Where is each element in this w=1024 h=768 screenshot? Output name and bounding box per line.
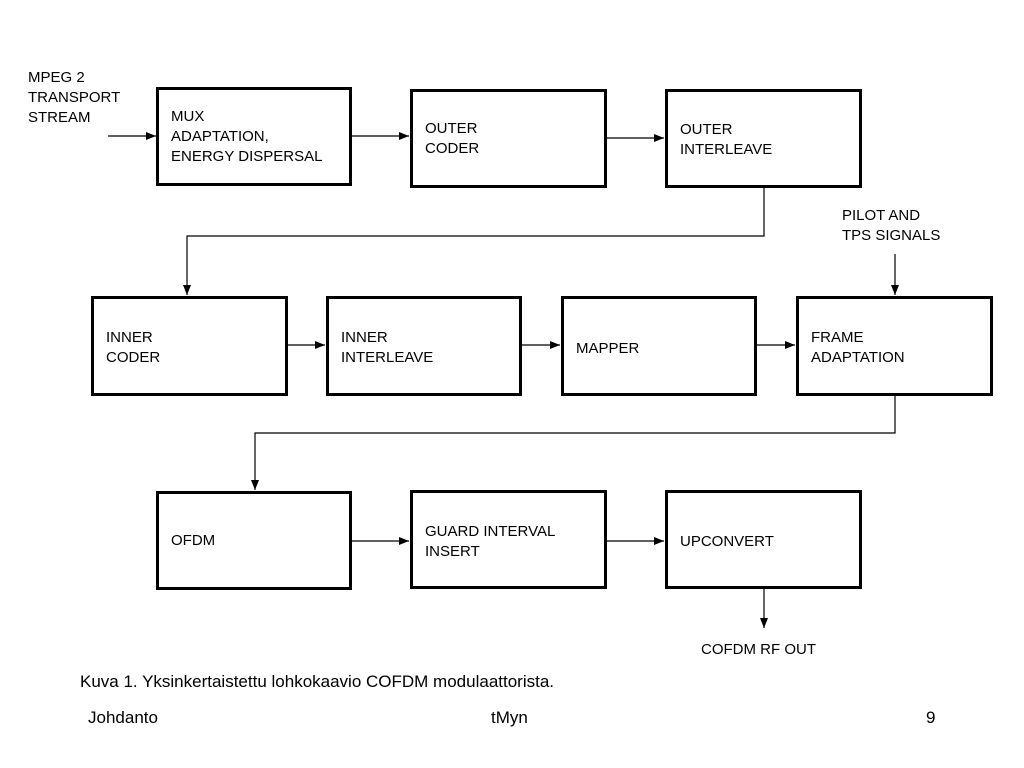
footer-page-number: 9 xyxy=(926,708,936,727)
block-outer-interleave: OUTER INTERLEAVE xyxy=(665,89,862,188)
block-inner-coder-label: INNER CODER xyxy=(106,329,161,366)
block-outer-coder-label: OUTER CODER xyxy=(425,120,480,157)
arrow-outer-interleave-to-inner-coder xyxy=(183,188,765,295)
block-ofdm: OFDM xyxy=(156,491,352,590)
block-upconvert: UPCONVERT xyxy=(665,490,862,589)
block-mapper-label: MAPPER xyxy=(576,340,640,357)
block-frame-adaptation-label: FRAME ADAPTATION xyxy=(811,329,905,366)
pilot-label: PILOT AND TPS SIGNALS xyxy=(842,207,941,244)
block-ofdm-label: OFDM xyxy=(171,532,216,549)
block-mux-adaptation-label: MUX ADAPTATION, ENERGY DISPERSAL xyxy=(171,108,323,165)
block-outer-coder: OUTER CODER xyxy=(410,89,607,188)
footer-left: Johdanto xyxy=(88,708,158,727)
footer-center: tMyn xyxy=(491,708,528,727)
block-guard-interval-insert: GUARD INTERVAL INSERT xyxy=(410,490,607,589)
block-frame-adaptation: FRAME ADAPTATION xyxy=(796,296,993,396)
block-upconvert-label: UPCONVERT xyxy=(680,533,774,550)
block-inner-interleave-label: INNER INTERLEAVE xyxy=(341,329,434,366)
block-inner-interleave: INNER INTERLEAVE xyxy=(326,296,522,396)
block-mapper: MAPPER xyxy=(561,296,757,396)
block-outer-interleave-label: OUTER INTERLEAVE xyxy=(680,121,773,158)
block-mux-adaptation: MUX ADAPTATION, ENERGY DISPERSAL xyxy=(156,87,352,186)
block-inner-coder: INNER CODER xyxy=(91,296,288,396)
input-label: MPEG 2 TRANSPORT STREAM xyxy=(28,69,121,126)
arrow-frame-adaptation-to-ofdm xyxy=(251,396,896,490)
output-label: COFDM RF OUT xyxy=(701,641,816,658)
block-guard-interval-insert-label: GUARD INTERVAL INSERT xyxy=(425,523,556,560)
figure-caption: Kuva 1. Yksinkertaistettu lohkokaavio CO… xyxy=(80,672,555,691)
